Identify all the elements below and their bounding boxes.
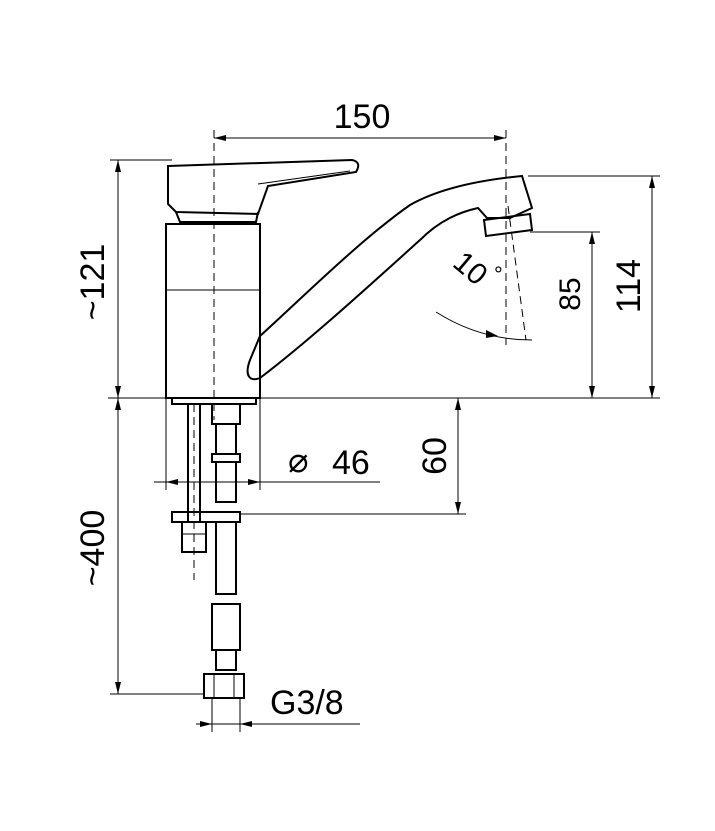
mounting-hardware xyxy=(171,397,257,699)
dim-swivel-angle: 10 xyxy=(447,245,494,292)
handle-cap xyxy=(175,211,259,223)
spout xyxy=(246,174,534,381)
dim-hose-length: ~400 xyxy=(74,510,112,587)
dim-thread: G3/8 xyxy=(270,684,344,722)
center-lines xyxy=(193,130,527,580)
dim-max-counter-thickness: 60 xyxy=(416,437,454,475)
fixing-plate xyxy=(171,511,241,523)
dimension-lines xyxy=(108,135,660,732)
supply-hose xyxy=(211,403,241,425)
hex-nut xyxy=(203,673,245,699)
dim-spout-height: 114 xyxy=(610,259,648,313)
dim-outlet-height: 85 xyxy=(554,277,587,310)
aerator xyxy=(482,212,534,238)
dim-base-diameter: 46 xyxy=(332,444,370,482)
dimension-labels: 150 ~121 114 85 10 ° ~400 ⌀ 46 60 G3/8 xyxy=(74,98,648,722)
lever-handle xyxy=(167,158,360,216)
dim-height-total: ~121 xyxy=(74,244,112,321)
angle-degree-symbol: ° xyxy=(494,262,503,287)
dim-spout-reach: 150 xyxy=(334,98,391,136)
diameter-symbol: ⌀ xyxy=(288,442,308,480)
faucet-body xyxy=(165,223,261,399)
